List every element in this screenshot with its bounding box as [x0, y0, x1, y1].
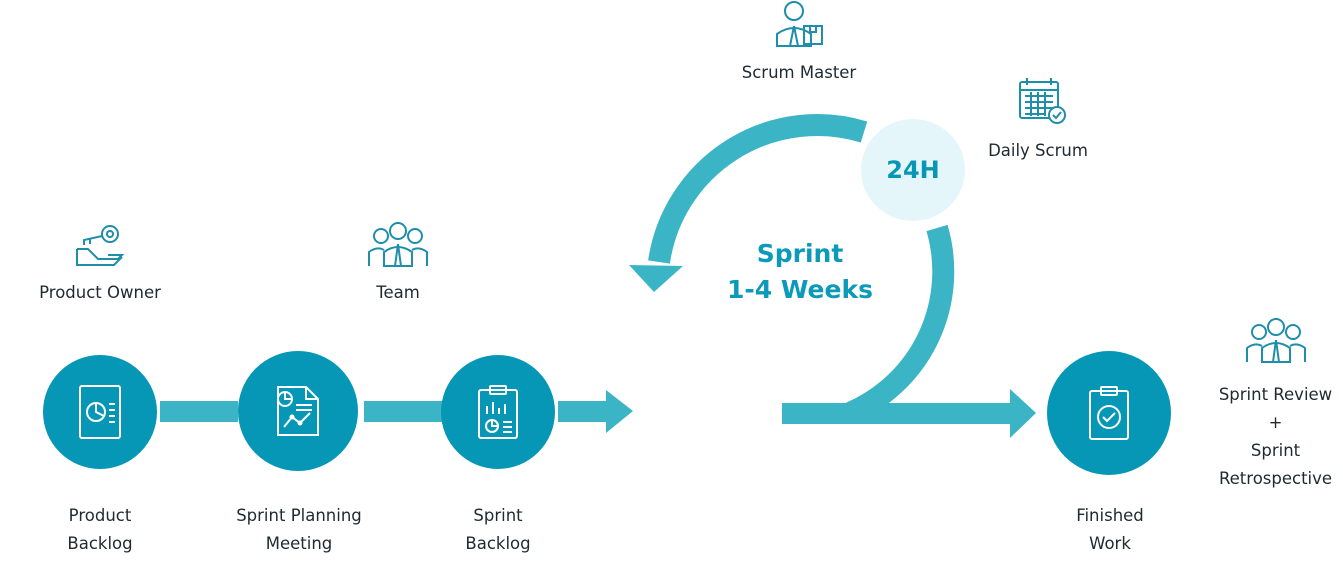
calendar-icon	[1019, 78, 1066, 124]
sprint-planning-line-1: Sprint Planning	[236, 506, 362, 525]
sprint-duration-label: Sprint 1-4 Weeks	[700, 236, 900, 308]
presentation-chart-icon	[277, 386, 319, 436]
cycle-arrowhead	[629, 265, 683, 292]
sprint-backlog-node	[441, 355, 555, 469]
team-icon	[1246, 318, 1306, 363]
hand-key-icon	[76, 225, 125, 266]
scrum-master-icon	[776, 1, 823, 47]
scrum-master-label: Scrum Master	[741, 63, 857, 82]
sprint-label: Sprint	[756, 239, 844, 268]
sprint-cycle-return	[648, 114, 868, 264]
retrospective-line: Retrospective	[1218, 469, 1333, 488]
arrow-to-sprint	[558, 390, 633, 433]
team-icon	[368, 222, 428, 267]
finished-work-node	[1047, 351, 1171, 475]
clipboard-check-icon	[1089, 386, 1129, 440]
sprint-planning-label: Sprint Planning Meeting	[213, 502, 385, 558]
product-backlog-label: Product Backlog	[40, 502, 160, 558]
sprint-cycle-loop	[845, 224, 955, 424]
sprint-weeks-label: 1-4 Weeks	[727, 275, 873, 304]
daily-scrum-label: Daily Scrum	[988, 141, 1088, 160]
arrow-to-finished-work	[782, 389, 1036, 438]
connector-bar	[364, 401, 442, 422]
clipboard-chart-icon	[478, 385, 518, 439]
sprint-line: Sprint	[1250, 441, 1301, 460]
sprint-backlog-line-2: Backlog	[465, 534, 531, 553]
document-chart-icon	[79, 385, 121, 439]
finished-work-label: Finished Work	[1050, 502, 1170, 558]
plus-sign: +	[1268, 413, 1283, 432]
product-backlog-line-1: Product	[68, 506, 132, 525]
sprint-backlog-label: Sprint Backlog	[438, 502, 558, 558]
finished-work-line-1: Finished	[1076, 506, 1144, 525]
connector-bar	[160, 401, 238, 422]
sprint-planning-line-2: Meeting	[265, 534, 333, 553]
product-backlog-node	[43, 355, 157, 469]
product-backlog-line-2: Backlog	[67, 534, 133, 553]
sprint-review-label: Sprint Review + Sprint Retrospective	[1208, 381, 1343, 493]
sprint-backlog-line-1: Sprint	[473, 506, 523, 525]
sprint-planning-node	[238, 351, 358, 471]
sprint-review-line: Sprint Review	[1218, 385, 1333, 404]
daily-cycle-badge: 24H	[861, 119, 965, 221]
team-label: Team	[376, 283, 420, 302]
product-owner-label: Product Owner	[39, 283, 161, 302]
finished-work-line-2: Work	[1089, 534, 1131, 553]
